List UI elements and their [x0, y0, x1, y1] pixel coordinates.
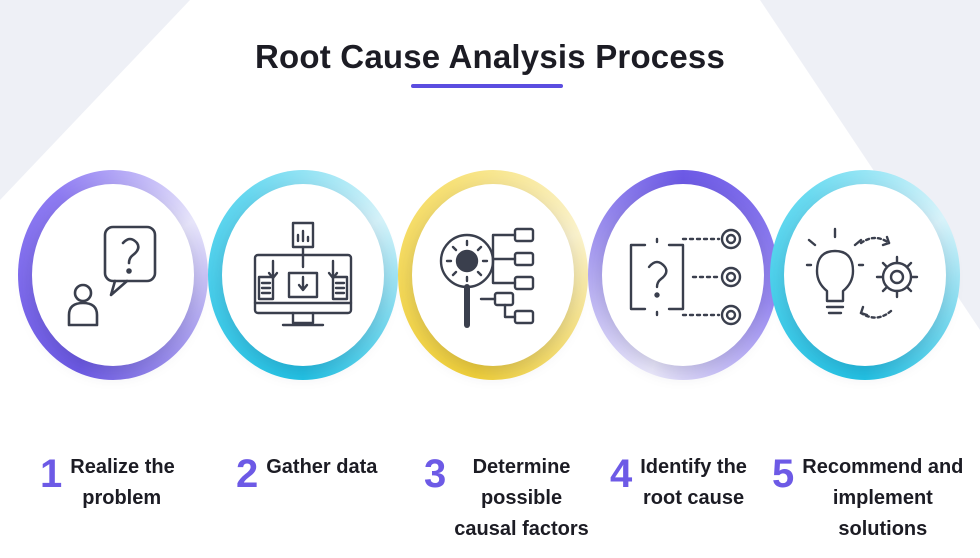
step-label-line: problem: [82, 487, 162, 509]
step-4-circle: [588, 170, 778, 380]
step-label-line: Realize the: [70, 456, 175, 478]
step-label-line: Gather data: [266, 456, 378, 478]
step-1-circle: [18, 170, 208, 380]
step-label-line: Determine: [472, 456, 571, 478]
data-monitor-icon: [253, 221, 353, 327]
step-number: 5: [772, 452, 795, 496]
step-5-label: 5 Recommend and implement solutions: [772, 452, 963, 545]
gear-magnifier-icon: [439, 227, 535, 328]
page-title: Root Cause Analysis Process: [254, 38, 726, 75]
step-label-line: causal factors: [454, 518, 589, 540]
bulb-gear-icon: [805, 227, 919, 319]
step-3-circle: [398, 170, 588, 380]
question-targets-icon: [629, 228, 742, 326]
step-number: 2: [236, 452, 259, 496]
step-label-line: Identify the: [640, 456, 747, 478]
step-4-label: 4 Identify the root cause: [610, 452, 747, 514]
step-label-line: solutions: [838, 518, 928, 540]
step-2-circle: [208, 170, 398, 380]
step-1-label: 1 Realize the problem: [40, 452, 175, 514]
step-label-line: implement: [832, 487, 933, 509]
title-underline: [411, 84, 563, 88]
step-label-line: Recommend and: [802, 456, 964, 478]
step-number: 4: [610, 452, 633, 496]
step-number: 3: [424, 452, 447, 496]
step-3-label: 3 Determine possible causal factors: [424, 452, 589, 545]
step-number: 1: [40, 452, 63, 496]
step-2-label: 2 Gather data: [236, 452, 377, 494]
step-5-circle: [770, 170, 960, 380]
question-person-icon: [67, 225, 157, 327]
step-label-line: possible: [480, 487, 563, 509]
step-label-line: root cause: [643, 487, 745, 509]
